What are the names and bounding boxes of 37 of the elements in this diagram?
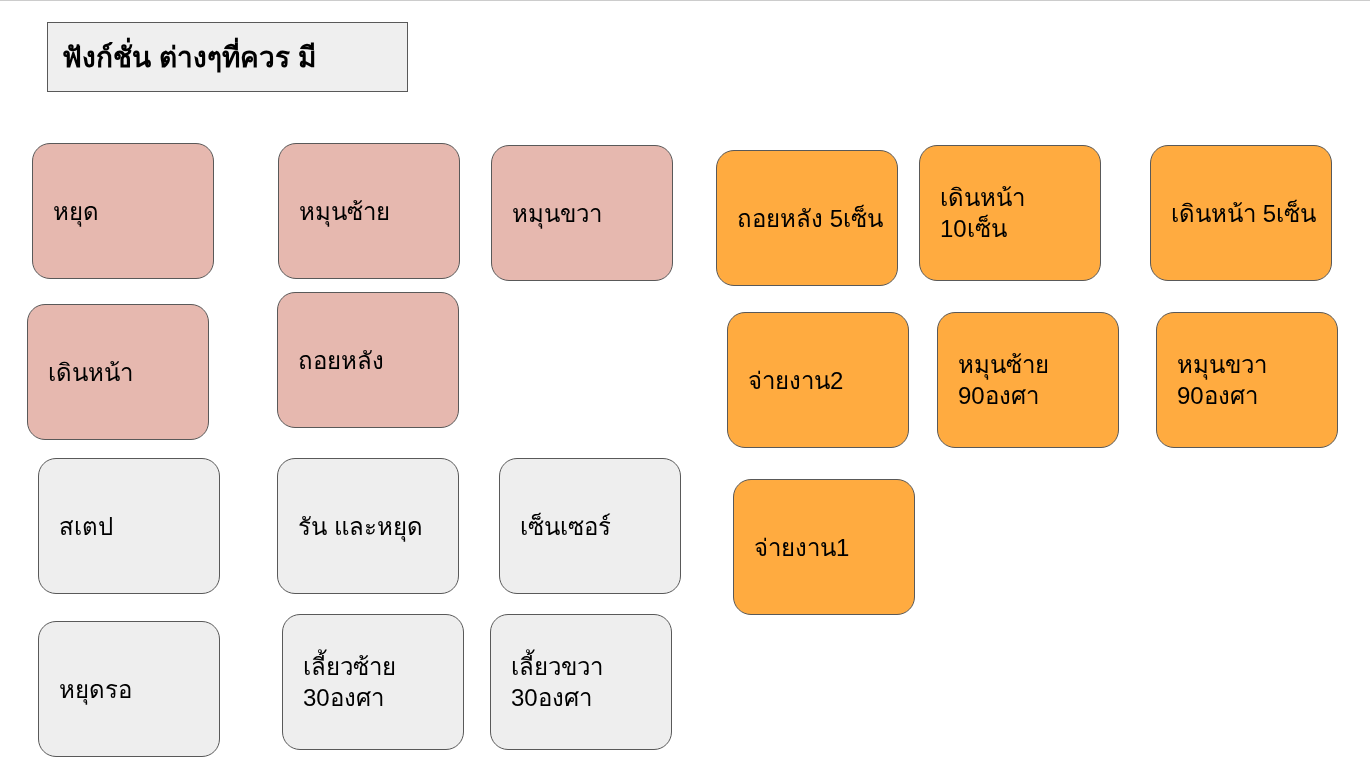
box-label: หมุนขวา 90องศา [1177, 350, 1268, 411]
box-label: หมุนซ้าย 90องศา [958, 350, 1050, 411]
box-label: รัน และหยุด [298, 511, 424, 542]
function-box [733, 479, 915, 615]
function-box [499, 458, 681, 594]
box-label: หมุนขวา [512, 198, 603, 229]
function-box [277, 458, 459, 594]
box-label: สเตป [59, 511, 114, 542]
function-box [716, 150, 898, 286]
function-box [32, 143, 214, 279]
box-label: เดินหน้า 5เซ็น [1171, 198, 1317, 229]
function-box [278, 143, 460, 279]
function-box [38, 621, 220, 757]
box-label: เลี้ยวขวา 30องศา [511, 651, 657, 713]
box-label: จ่ายงาน1 [754, 532, 851, 563]
function-box [27, 304, 209, 440]
box-label: หยุด [53, 196, 100, 227]
function-box [727, 312, 909, 448]
function-box [490, 614, 672, 750]
function-box [919, 145, 1101, 281]
box-label: เลี้ยวซ้าย 30องศา [303, 651, 449, 713]
function-box [1150, 145, 1332, 281]
box-label: ถอยหลัง 5เซ็น [737, 203, 883, 234]
title: ฟังก์ชั่น ต่างๆที่ควร มี [47, 22, 408, 92]
box-label: เดินหน้า 10เซ็น [940, 183, 1026, 244]
box-label: จ่ายงาน2 [748, 365, 845, 396]
function-box [38, 458, 220, 594]
box-label: เซ็นเซอร์ [520, 511, 612, 542]
box-label: หมุนซ้าย [299, 196, 391, 227]
function-box [1156, 312, 1338, 448]
box-label: ถอยหลัง [298, 345, 385, 376]
function-box [937, 312, 1119, 448]
function-box [277, 292, 459, 428]
box-label: หยุดรอ [59, 674, 133, 705]
function-box [282, 614, 464, 750]
box-label: เดินหน้า [48, 357, 134, 388]
function-box [491, 145, 673, 281]
